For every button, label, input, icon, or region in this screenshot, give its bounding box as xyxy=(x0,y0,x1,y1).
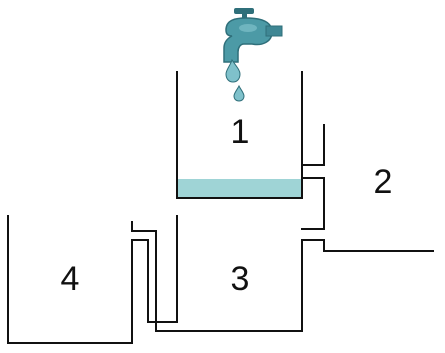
faucet-icon xyxy=(223,8,283,63)
container-3: 3 xyxy=(155,215,303,332)
water-drop-icon xyxy=(225,58,241,83)
water-drop-icon xyxy=(233,84,245,102)
container-1-label: 1 xyxy=(231,113,250,151)
container-2: 2 xyxy=(301,124,434,252)
container-2-label: 2 xyxy=(374,163,393,201)
siphon-pipe xyxy=(131,221,167,332)
container-4-label: 4 xyxy=(61,260,80,298)
container-3-label: 3 xyxy=(231,260,250,298)
water-level xyxy=(178,179,301,197)
container-1: 1 xyxy=(176,71,303,199)
container-4: 4 xyxy=(7,215,133,344)
